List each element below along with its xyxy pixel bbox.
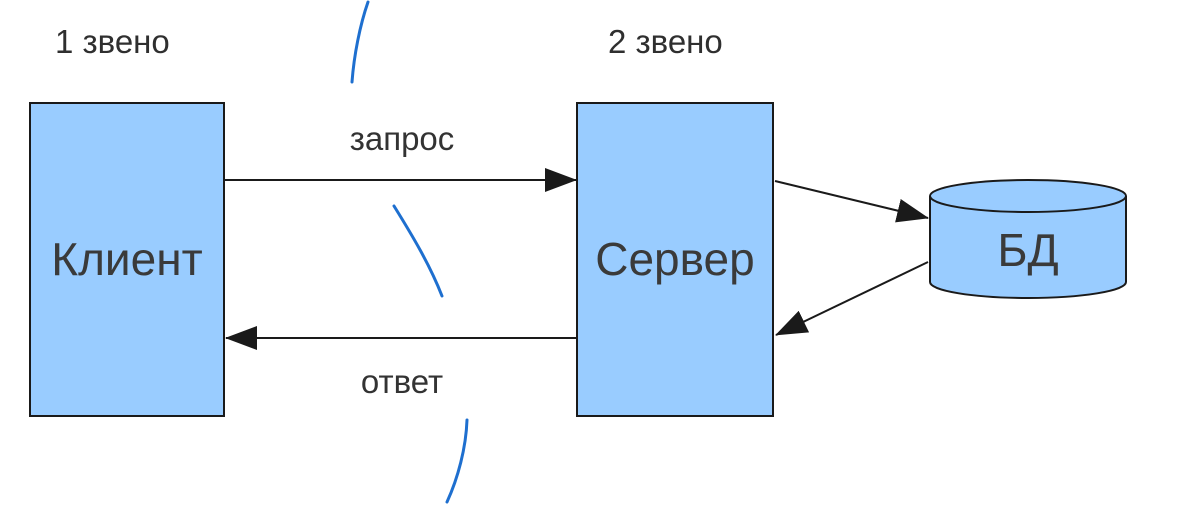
client-label: Клиент: [51, 233, 202, 285]
server-label: Сервер: [595, 233, 754, 285]
request-label: запрос: [350, 120, 455, 157]
client-node: Клиент: [29, 102, 225, 417]
database-node: БД: [929, 179, 1127, 299]
database-cylinder-top: [929, 179, 1127, 213]
server-box: [576, 102, 774, 417]
client-box: [29, 102, 225, 417]
tier-1-label: 1 звено: [55, 23, 170, 60]
tier-2-label: 2 звено: [608, 23, 723, 60]
database-label: БД: [997, 224, 1058, 276]
server-to-database-arrow: [774, 180, 929, 223]
boundary-arc-middle: [392, 204, 444, 298]
boundary-arc-bottom: [445, 418, 469, 504]
database-to-server-arrow: [775, 261, 929, 336]
server-node: Сервер: [576, 102, 774, 417]
database-cylinder-body: [929, 196, 1127, 299]
tier-boundary: [350, 0, 469, 504]
response-label: ответ: [361, 363, 443, 400]
boundary-arc-top: [350, 0, 370, 84]
